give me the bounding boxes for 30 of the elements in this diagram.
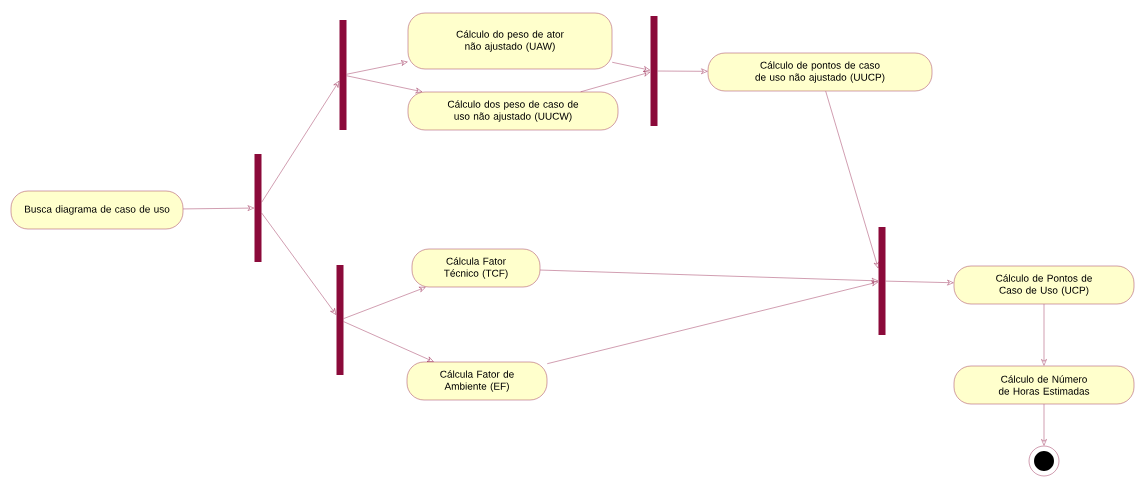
- arrow: [1041, 304, 1047, 366]
- arrow: [547, 280, 879, 364]
- arrow: [612, 62, 650, 72]
- arrow: [657, 68, 708, 74]
- arrow: [580, 71, 651, 92]
- sync-bar: [650, 16, 658, 126]
- arrow: [346, 75, 423, 94]
- arrow: [346, 60, 408, 75]
- activity-box: Cálculo dos peso de caso de uso não ajustado (UUCW): [407, 91, 619, 131]
- activity-box: Cálculo de Número de Horas Estimadas: [953, 365, 1135, 405]
- activity-box: Cálculo de Pontos de Caso de Uso (UCP): [953, 265, 1135, 305]
- sync-bar: [336, 265, 344, 375]
- arrow: [1041, 404, 1047, 446]
- arrow: [885, 279, 954, 286]
- arrow: [540, 269, 878, 284]
- sync-bar: [878, 227, 886, 335]
- arrow: [261, 212, 337, 315]
- arrow: [343, 321, 434, 362]
- activity-box: Cálcula Fator de Ambiente (EF): [406, 361, 548, 401]
- arrow: [825, 91, 880, 269]
- final-node: [1028, 445, 1060, 477]
- arrow: [183, 205, 254, 211]
- sync-bar: [339, 20, 347, 130]
- arrow: [343, 286, 426, 319]
- activity-box: Cálculo do peso de ator não ajustado (UAW): [407, 12, 613, 70]
- activity-box: Cálculo de pontos de caso de uso não ajustado (UUCP): [707, 52, 933, 92]
- sync-bar: [254, 154, 262, 262]
- activity-box: Busca diagrama de caso de uso: [10, 190, 184, 230]
- activity-box: Cálcula Fator Técnico (TCF): [411, 248, 541, 288]
- arrow: [261, 81, 340, 203]
